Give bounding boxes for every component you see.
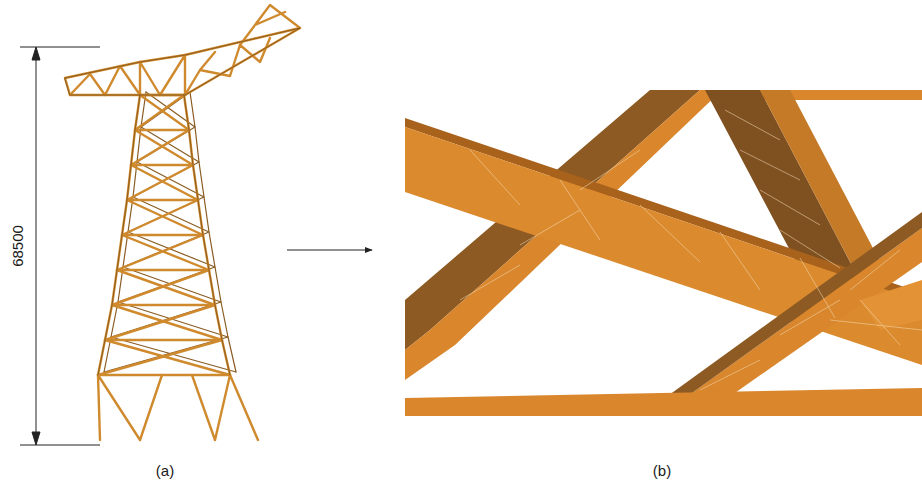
dimension-line [20,47,100,445]
dimension-value: 68500 [10,225,27,267]
beam-detail [405,90,922,416]
panel-label: (a) [156,463,174,480]
panel-label: (b) [653,463,671,480]
pointer-arrow [287,250,372,251]
tower-wireframe [65,5,300,440]
